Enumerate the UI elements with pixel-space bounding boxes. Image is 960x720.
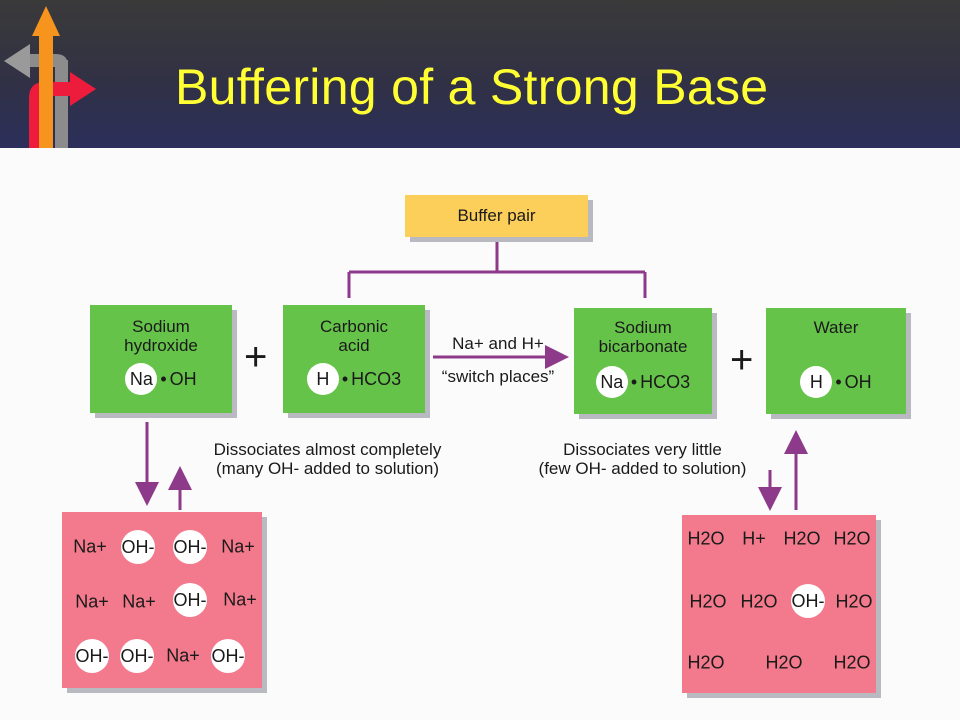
ion-label: H2O xyxy=(833,528,871,549)
bond-dot: • xyxy=(341,368,349,389)
left-dissociation-note-line1: Dissociates almost completely xyxy=(213,440,442,459)
naoh-formula: Na•OH xyxy=(90,363,232,395)
circled-na: Na xyxy=(125,363,158,395)
circled-h: H xyxy=(800,366,833,398)
box-name-line2: hydroxide xyxy=(124,336,198,355)
slide-title: Buffering of a Strong Base xyxy=(175,59,769,115)
ion-disc: OH- xyxy=(121,530,155,564)
plus-sign-right: + xyxy=(730,338,754,382)
ion-label: Na+ xyxy=(221,536,255,557)
plus-sign-left: + xyxy=(244,335,268,379)
buffer-pair-text: Buffer pair xyxy=(457,206,536,225)
box-name-line1: Carbonic xyxy=(319,317,389,336)
ion-disc: OH- xyxy=(791,584,825,618)
nahco3-formula: Na•HCO3 xyxy=(574,366,712,398)
ion-disc: OH- xyxy=(120,639,154,673)
ion-label: Na+ xyxy=(122,591,156,612)
bond-dot: • xyxy=(160,368,167,389)
reaction-label-line1: Na+ and H+ xyxy=(452,334,544,353)
sodium-hydroxide-box: Sodium hydroxide Na•OH xyxy=(90,305,232,413)
box-name-line1: Sodium xyxy=(614,318,672,337)
formula-rest: HCO3 xyxy=(351,368,402,389)
bond-dot: • xyxy=(630,371,638,392)
water-box: Water H•OH xyxy=(766,308,906,414)
ion-disc: OH- xyxy=(173,583,207,617)
formula-rest: OH xyxy=(844,371,872,392)
left-dissociation-note-line2: (many OH- added to solution) xyxy=(216,459,439,478)
ion-label: H2O xyxy=(687,528,725,549)
ion-label: H2O xyxy=(835,591,873,612)
box-name-line2: acid xyxy=(338,336,370,355)
h2o-formula: H•OH xyxy=(766,366,906,398)
ion-label: H2O xyxy=(740,591,778,612)
box-name-line1: Sodium xyxy=(132,317,190,336)
ion-label: Na+ xyxy=(166,645,200,666)
bond-dot: • xyxy=(835,371,842,392)
buffer-pair-bracket xyxy=(347,242,647,298)
back-forward-arrows-icon[interactable] xyxy=(0,0,110,148)
formula-rest: OH xyxy=(169,368,197,389)
ion-disc: OH- xyxy=(75,639,109,673)
right-dissociation-note-line1: Dissociates very little xyxy=(563,440,722,459)
ion-label: Na+ xyxy=(75,591,109,612)
naoh-solution-box: Na+ OH- OH- Na+ Na+ Na+ OH- Na+ OH- OH- … xyxy=(62,512,262,688)
ion-label: H2O xyxy=(687,652,725,673)
h2co3-formula: H•HCO3 xyxy=(283,363,425,395)
carbonic-acid-box: Carbonic acid H•HCO3 xyxy=(283,305,425,413)
slide-header: Buffering of a Strong Base xyxy=(0,0,960,148)
box-name-line1: Water xyxy=(813,318,859,337)
right-dissociation-note-line2: (few OH- added to solution) xyxy=(538,459,747,478)
ion-disc: OH- xyxy=(173,530,207,564)
reaction-label-line2: “switch places” xyxy=(441,367,555,386)
formula-rest: HCO3 xyxy=(640,371,691,392)
ion-label: H2O xyxy=(765,652,803,673)
ion-label: Na+ xyxy=(223,589,257,610)
ion-label: Na+ xyxy=(73,536,107,557)
ion-disc: OH- xyxy=(211,639,245,673)
buffer-pair-label: Buffer pair xyxy=(405,195,588,237)
sodium-bicarbonate-box: Sodium bicarbonate Na•HCO3 xyxy=(574,308,712,414)
circled-h: H xyxy=(306,363,339,395)
ion-label: H+ xyxy=(742,528,766,549)
ion-label: H2O xyxy=(783,528,821,549)
circled-na: Na xyxy=(595,366,628,398)
ion-label: H2O xyxy=(689,591,727,612)
box-name-line2: bicarbonate xyxy=(598,337,688,356)
ion-label: H2O xyxy=(833,652,871,673)
water-solution-box: H2O H+ H2O H2O H2O H2O OH- H2O H2O H2O H… xyxy=(682,515,876,693)
